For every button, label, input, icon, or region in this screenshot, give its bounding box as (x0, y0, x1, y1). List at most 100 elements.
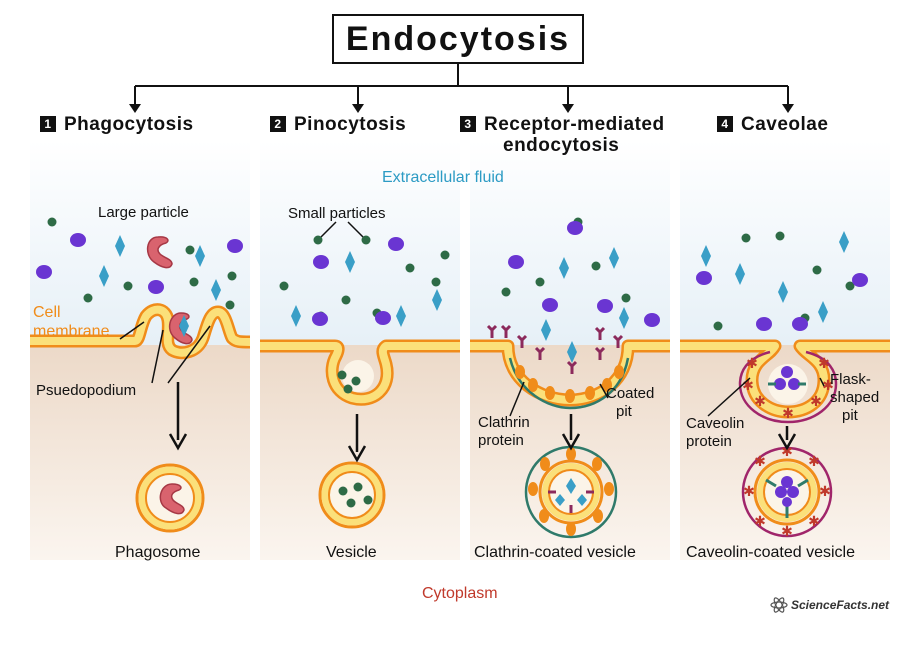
small-particle-green (47, 217, 57, 227)
small-particle-green (338, 486, 348, 496)
particle-purple (508, 255, 524, 269)
flask-pit-label-1: Flask- (830, 371, 871, 388)
svg-text:✱: ✱ (754, 514, 766, 530)
flask-pit-label-2: shaped (830, 389, 880, 406)
type-number: 4 (717, 116, 733, 132)
particle-diamond (735, 263, 745, 285)
particle-diamond (567, 341, 577, 363)
type-caveolae: 4 Caveolae (717, 115, 828, 134)
caveolin-protein-stars: ✱ ✱ ✱ ✱ ✱ ✱ ✱ (742, 356, 834, 422)
clathrin-protein-label-2: protein (478, 432, 524, 449)
particle-diamond (701, 245, 711, 267)
small-particle-green (363, 495, 373, 505)
cell-membrane-label-1: Cell (33, 304, 61, 321)
particle-diamond (432, 289, 442, 311)
svg-text:✱: ✱ (754, 394, 766, 410)
small-particle-green (123, 281, 133, 291)
particle-diamond (99, 265, 109, 287)
small-particle-green (343, 384, 353, 394)
caveolin-coated-vesicle: ✱ ✱ ✱ ✱ ✱ ✱ ✱ ✱ (741, 444, 833, 540)
caveolin-cargo (768, 366, 806, 390)
particle-diamond (609, 247, 619, 269)
svg-text:✱: ✱ (746, 356, 758, 372)
small-particle-green (440, 250, 450, 260)
svg-text:✱: ✱ (782, 406, 794, 422)
svg-text:✱: ✱ (822, 378, 834, 394)
caveolin-protein-label-2: protein (686, 433, 732, 450)
pseudopodium-label: Psuedopodium (36, 382, 137, 399)
small-particle-green (346, 498, 356, 508)
svg-text:✱: ✱ (781, 444, 793, 460)
connector-lines (134, 64, 789, 106)
particle-purple (36, 265, 52, 279)
small-particle-green (812, 265, 822, 275)
sciencefacts-logo: ScienceFacts.net (791, 598, 890, 612)
small-particle-green (83, 293, 93, 303)
phagocytosis-membrane (30, 303, 251, 360)
clathrin-coated-vesicle-label: Clathrin-coated vesicle (474, 544, 636, 561)
particle-purple (70, 233, 86, 247)
small-particle-green (353, 482, 363, 492)
svg-text:✱: ✱ (808, 514, 820, 530)
cell-membrane-label-2: membrane (33, 323, 110, 340)
type-number: 3 (460, 116, 476, 132)
coated-pit-label-2: pit (616, 403, 632, 420)
coated-pit-label-1: Coated (606, 385, 655, 402)
svg-text:✱: ✱ (743, 484, 755, 500)
particle-purple (313, 255, 329, 269)
type-name: Phagocytosis (64, 114, 194, 135)
clathrin-protein-label-1: Clathrin (478, 414, 530, 431)
small-particle-green (405, 263, 415, 273)
small-particle-green (741, 233, 751, 243)
small-particle-green (621, 293, 631, 303)
cytoplasm-label: Cytoplasm (422, 585, 498, 602)
particle-purple (644, 313, 660, 327)
type-name: Pinocytosis (294, 114, 407, 135)
caveolin-protein-label-1: Caveolin (686, 415, 745, 432)
small-particle-green (227, 271, 237, 281)
logo-atom-icon (770, 597, 788, 613)
svg-text:✱: ✱ (810, 394, 822, 410)
particle-purple (756, 317, 772, 331)
large-particle (146, 236, 193, 345)
particle-purple (375, 311, 391, 325)
type-receptor-mediated-line2: endocytosis (503, 135, 620, 156)
svg-text:✱: ✱ (754, 454, 766, 470)
type-number: 2 (270, 116, 286, 132)
small-particle-green (431, 277, 441, 287)
vesicle (318, 461, 386, 529)
vesicle-label: Vesicle (326, 544, 377, 561)
particle-purple (542, 298, 558, 312)
extracellular-particles (36, 217, 868, 508)
particle-diamond (345, 251, 355, 273)
small-particle-green (713, 321, 723, 331)
particle-diamond (179, 315, 189, 337)
particle-purple (567, 221, 583, 235)
small-particle-green (225, 300, 235, 310)
particle-purple (227, 239, 243, 253)
clathrin-coated-vesicle (524, 445, 618, 539)
small-particle-green (189, 277, 199, 287)
small-particle-green (313, 235, 323, 245)
svg-text:✱: ✱ (819, 484, 831, 500)
small-particle-green (591, 261, 601, 271)
particle-diamond (778, 281, 788, 303)
small-particle-green (351, 376, 361, 386)
particle-diamond (559, 257, 569, 279)
clathrin-protein-dots (515, 365, 624, 403)
small-particle-green (279, 281, 289, 291)
small-particle-green (535, 277, 545, 287)
type-name: Caveolae (741, 114, 829, 135)
particle-diamond (541, 319, 551, 341)
particle-diamond (818, 301, 828, 323)
phagosome (135, 463, 205, 533)
particle-diamond (396, 305, 406, 327)
caveolin-coated-vesicle-label: Caveolin-coated vesicle (686, 544, 855, 561)
particle-diamond (839, 231, 849, 253)
particle-diamond (195, 245, 205, 267)
particle-diamond (211, 279, 221, 301)
small-particle-green (361, 235, 371, 245)
particle-purple (597, 299, 613, 313)
